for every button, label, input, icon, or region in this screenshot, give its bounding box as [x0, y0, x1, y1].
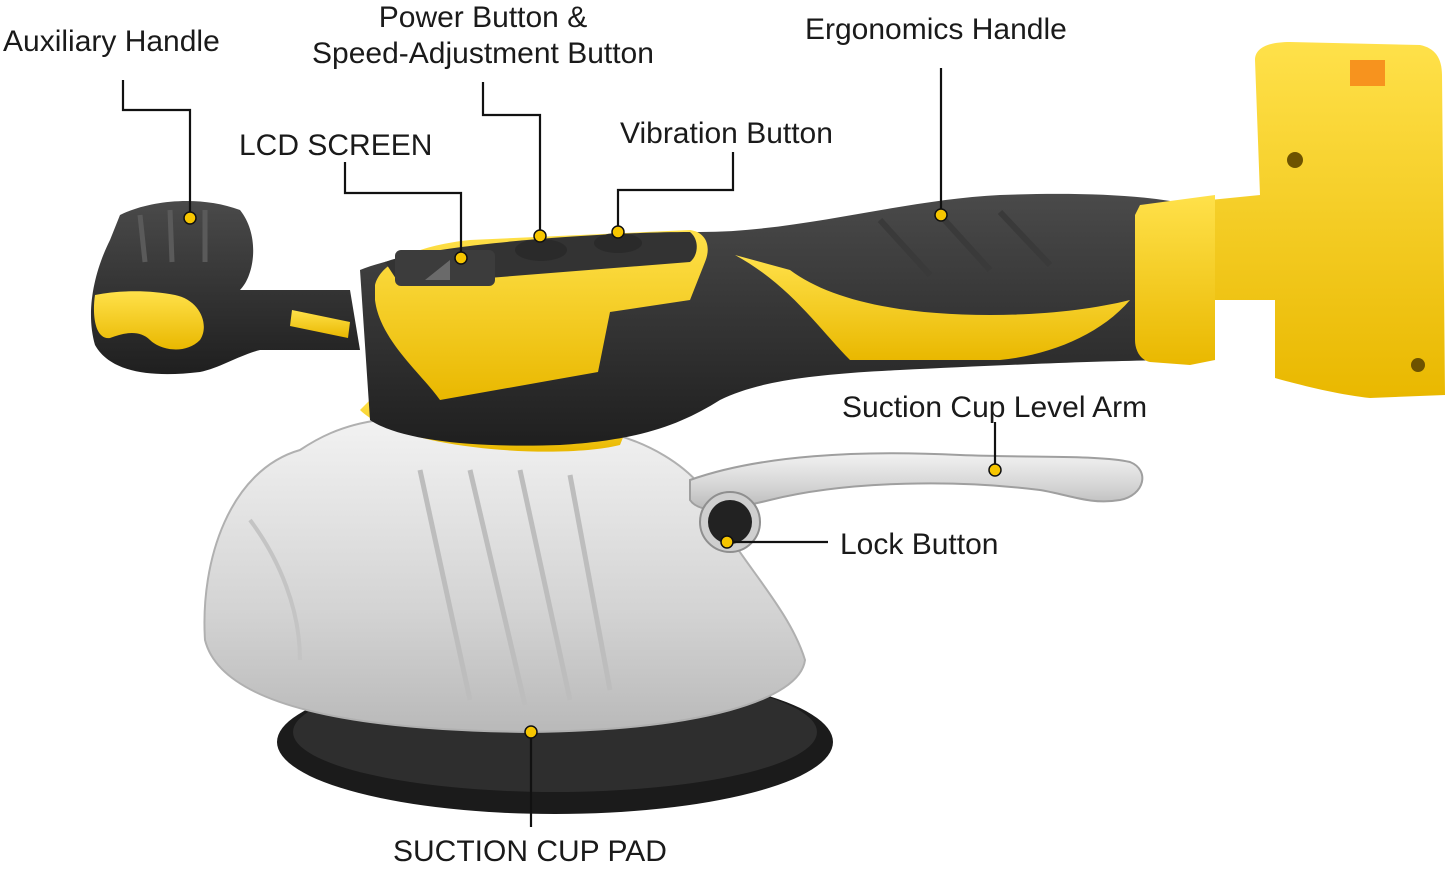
callout-lines [121, 68, 997, 827]
label-power-button-line2: Speed-Adjustment Button [312, 37, 654, 70]
label-ergonomics-handle: Ergonomics Handle [805, 13, 1067, 46]
callout-dot-lock-button [720, 535, 734, 549]
callout-dot-auxiliary-handle [183, 211, 197, 225]
battery-mount-shape [1135, 42, 1445, 398]
callout-dot-suction-cup-pad [524, 725, 538, 739]
label-lock-button: Lock Button [840, 528, 999, 561]
callout-dot-ergonomics-handle [934, 208, 948, 222]
suction-cup-level-arm-shape [689, 452, 1144, 511]
label-power-button-line1: Power Button & [378, 1, 588, 34]
callout-dots [183, 208, 1002, 739]
label-auxiliary-handle: Auxiliary Handle [3, 25, 220, 58]
callout-dot-level-arm [988, 463, 1002, 477]
label-suction-cup-level-arm: Suction Cup Level Arm [842, 391, 1148, 424]
label-vibration-button: Vibration Button [620, 117, 833, 150]
label-suction-cup-pad: SUCTION CUP PAD [393, 835, 667, 868]
power-button-shape [515, 239, 567, 261]
suction-cup-housing [203, 418, 807, 734]
callout-line-vibration-button [616, 152, 735, 232]
callout-dot-vibration-button [611, 225, 625, 239]
callout-line-auxiliary-handle [121, 80, 192, 218]
vibration-button-shape [594, 233, 642, 253]
callout-line-lcd-screen [343, 162, 463, 258]
callout-line-power-button [481, 82, 542, 236]
auxiliary-handle-shape [90, 200, 360, 375]
control-housing-shape [375, 230, 708, 400]
label-lcd-screen: LCD SCREEN [239, 129, 433, 162]
callout-dot-lcd-screen [454, 251, 468, 265]
lock-button-shape [699, 491, 761, 553]
label-power-button: Power Button & Speed-Adjustment Button [283, 0, 683, 72]
callout-dot-power-button [533, 229, 547, 243]
